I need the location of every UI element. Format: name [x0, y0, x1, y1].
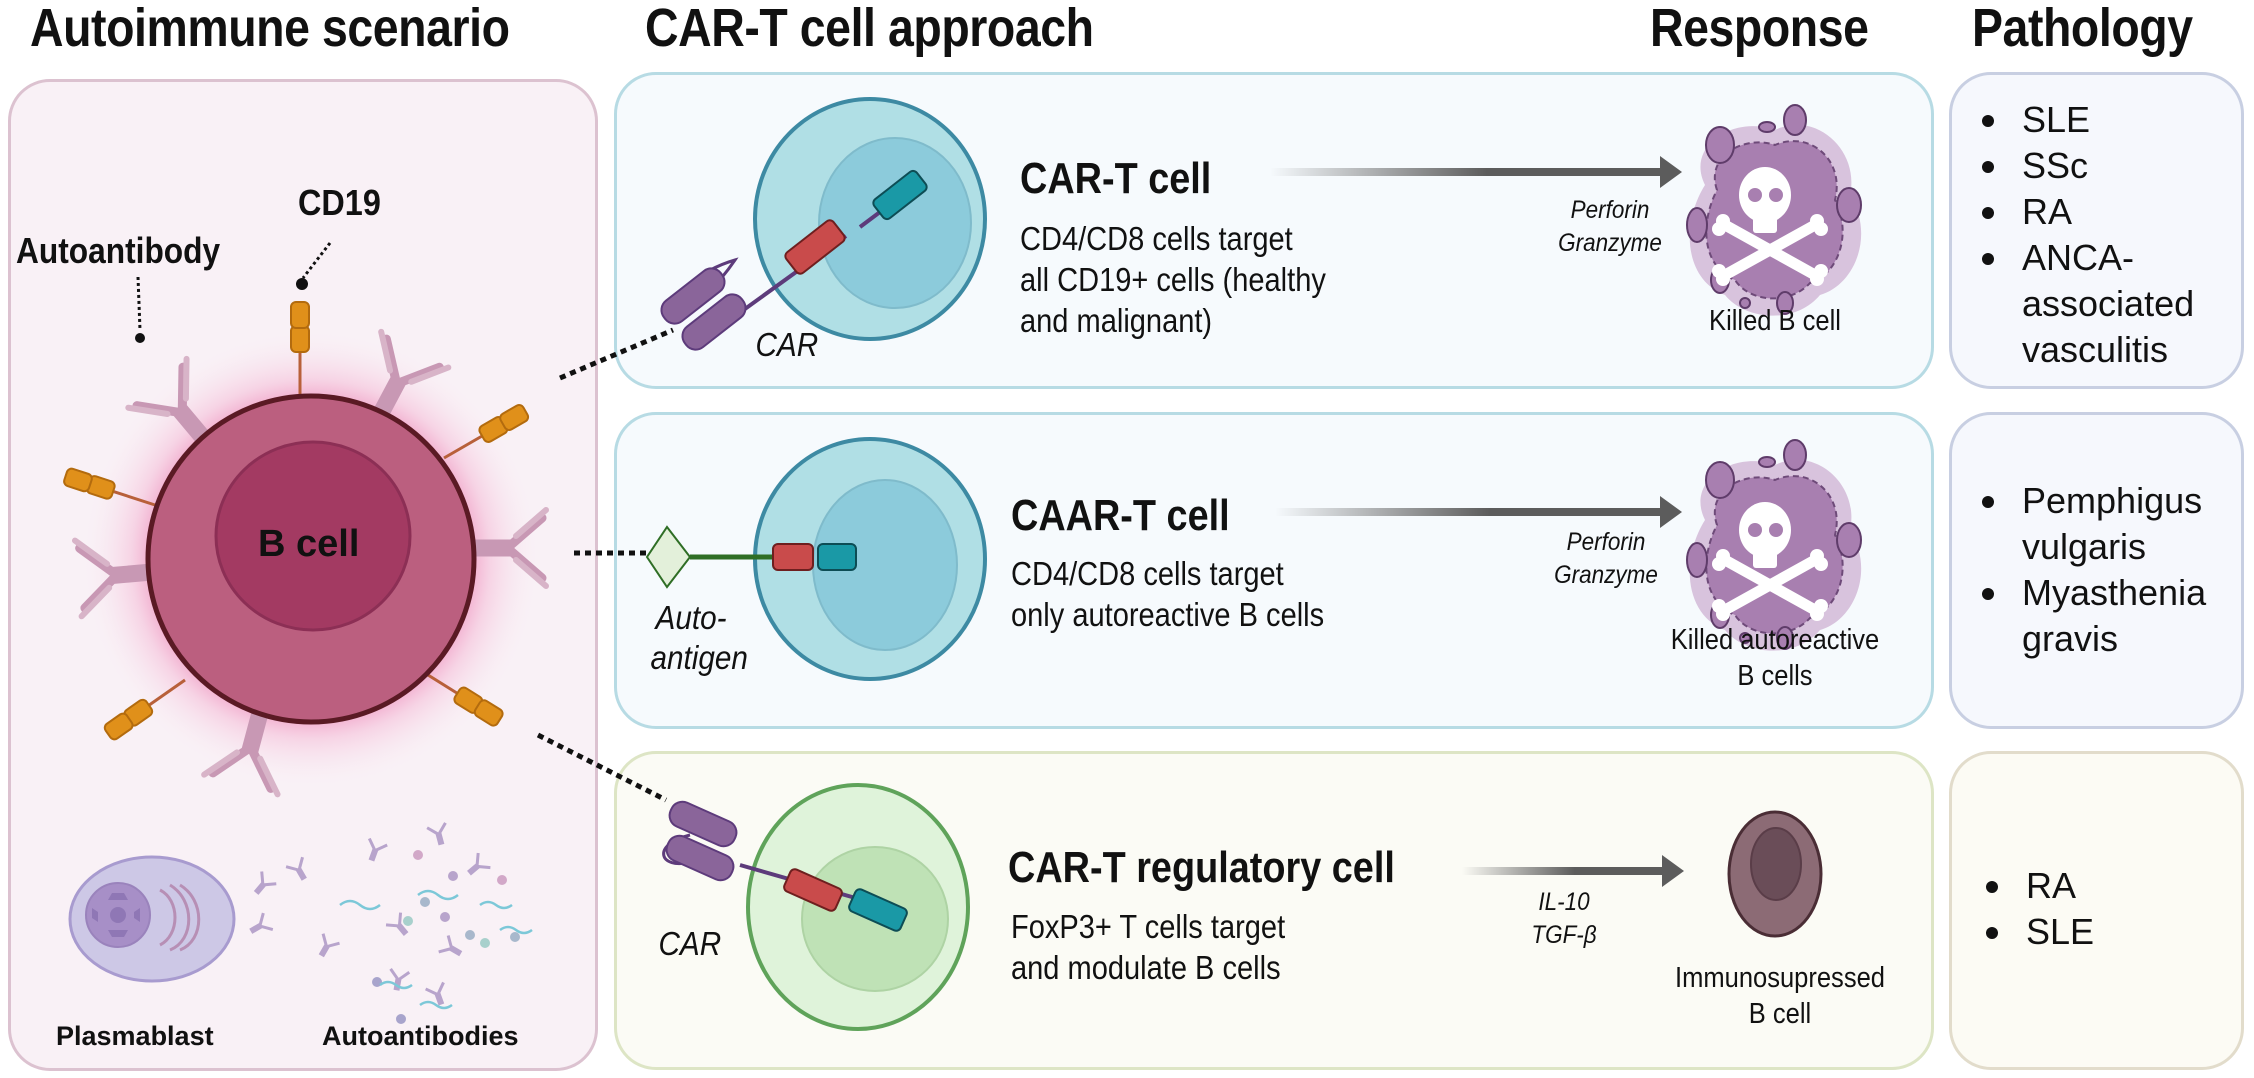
pathology-item: RA: [1972, 189, 2194, 235]
bullet-icon: [1982, 496, 1994, 508]
car-t-desc-line: all CD19+ cells (healthy: [1020, 261, 1326, 298]
pathology-item: Pemphigus vulgaris: [1972, 478, 2206, 570]
car-t-cell-icon: [660, 97, 987, 351]
header-pathology: Pathology: [1972, 0, 2193, 58]
autoantibody-label: Autoantibody: [16, 230, 221, 271]
pathology-text: SLE: [2026, 911, 2095, 952]
car-receptor-label: CAR: [755, 326, 819, 363]
bullet-icon: [1982, 161, 1994, 173]
pathology-text: RA: [2022, 191, 2073, 232]
autoantibodies-label: Autoantibodies: [322, 1021, 519, 1051]
bcell-label: B cell: [258, 523, 360, 565]
mediator-perforin: Perforin: [1566, 528, 1646, 556]
autoantigen-label: Auto- antigen: [650, 598, 748, 678]
free-autoantibodies-icons: [244, 821, 533, 1024]
pathology-list-car-t: SLE SSc RA ANCA- associated vasculitis: [1972, 97, 2194, 373]
car-treg-desc-line: FoxP3+ T cells target: [1011, 908, 1286, 945]
pathology-text: RA: [2026, 865, 2077, 906]
bullet-icon: [1986, 927, 1998, 939]
caar-t-description: CD4/CD8 cells target only autoreactive B…: [1011, 553, 1324, 635]
response-line: B cells: [1737, 660, 1813, 692]
pathology-text: ANCA- associated vasculitis: [2022, 237, 2195, 370]
car-treg-cell-icon: [662, 783, 970, 1031]
pathology-text: Pemphigus vulgaris: [2022, 480, 2203, 567]
car-t-description: CD4/CD8 cells target all CD19+ cells (he…: [1020, 218, 1326, 341]
bcell-nucleus: [214, 440, 412, 632]
car-t-desc-line: CD4/CD8 cells target: [1020, 220, 1293, 257]
autoantigen-line: Auto-: [655, 599, 727, 636]
cd19-label: CD19: [298, 182, 381, 223]
car-t-desc-line: and malignant): [1020, 302, 1213, 339]
caar-t-desc-line: only autoreactive B cells: [1011, 596, 1325, 633]
header-autoimmune-scenario: Autoimmune scenario: [30, 0, 510, 58]
mediator-tgf-beta: TGF-β: [1531, 921, 1597, 949]
response-line: Killed autoreactive: [1670, 624, 1880, 656]
car-t-title: CAR-T cell: [1020, 154, 1212, 203]
pathology-list-caar-t: Pemphigus vulgaris Myasthenia gravis: [1972, 478, 2206, 662]
caar-t-response-label: Killed autoreactive B cells: [1625, 622, 1924, 694]
plasmablast-label: Plasmablast: [56, 1021, 214, 1051]
bullet-icon: [1982, 207, 1994, 219]
pathology-text: Myasthenia gravis: [2022, 572, 2207, 659]
car-treg-response-label: Immunosupressed B cell: [1639, 960, 1921, 1032]
pathology-item: ANCA- associated vasculitis: [1972, 235, 2194, 373]
pathology-text: SLE: [2022, 99, 2091, 140]
autoantigen-line: antigen: [650, 639, 748, 676]
bullet-icon: [1982, 115, 1994, 127]
car-treg-title: CAR-T regulatory cell: [1008, 843, 1395, 892]
mediator-perforin: Perforin: [1570, 196, 1650, 224]
car-t-mediators: Perforin Granzyme: [1502, 194, 1718, 260]
caar-t-title: CAAR-T cell: [1011, 491, 1230, 540]
pathology-panel-caar-t: [1949, 412, 2244, 729]
pathology-item: SLE: [1976, 909, 2094, 955]
plasmablast-icon: [68, 855, 236, 983]
connector-lines: [536, 327, 674, 803]
immunosuppressed-b-cell-icon: [1727, 810, 1823, 938]
mediator-il10: IL-10: [1538, 888, 1590, 916]
pathology-item: Myasthenia gravis: [1972, 570, 2206, 662]
pathology-item: SSc: [1972, 143, 2194, 189]
pathology-text: SSc: [2022, 145, 2089, 186]
car-treg-mediators: IL-10 TGF-β: [1456, 886, 1672, 952]
response-line: Immunosupressed: [1675, 962, 1885, 994]
mediator-granzyme: Granzyme: [1554, 561, 1658, 589]
caar-t-desc-line: CD4/CD8 cells target: [1011, 555, 1284, 592]
response-line: Killed B cell: [1709, 305, 1841, 337]
header-response: Response: [1650, 0, 1869, 58]
pathology-list-car-treg: RA SLE: [1976, 863, 2094, 955]
mediator-granzyme: Granzyme: [1558, 229, 1662, 257]
bullet-icon: [1986, 881, 1998, 893]
car-treg-arrow: [1462, 855, 1684, 887]
bullet-icon: [1982, 588, 1994, 600]
label-leader-lines: [135, 242, 332, 343]
car-t-arrow: [1270, 156, 1682, 188]
header-car-t-approach: CAR-T cell approach: [645, 0, 1094, 58]
pathology-item: RA: [1976, 863, 2094, 909]
pathology-panel-car-treg: [1949, 751, 2244, 1070]
response-line: B cell: [1748, 998, 1812, 1030]
pathology-panel-car-t: [1949, 72, 2244, 389]
car-t-response-label: Killed B cell: [1661, 303, 1890, 339]
car-treg-desc-line: and modulate B cells: [1011, 949, 1281, 986]
pathology-item: SLE: [1972, 97, 2194, 143]
car-treg-description: FoxP3+ T cells target and modulate B cel…: [1011, 906, 1285, 988]
bullet-icon: [1982, 253, 1994, 265]
caar-t-arrow: [1275, 496, 1682, 528]
car-receptor-label: CAR: [658, 925, 722, 962]
caar-t-mediators: Perforin Granzyme: [1498, 526, 1714, 592]
caar-t-cell-icon: [645, 437, 987, 681]
